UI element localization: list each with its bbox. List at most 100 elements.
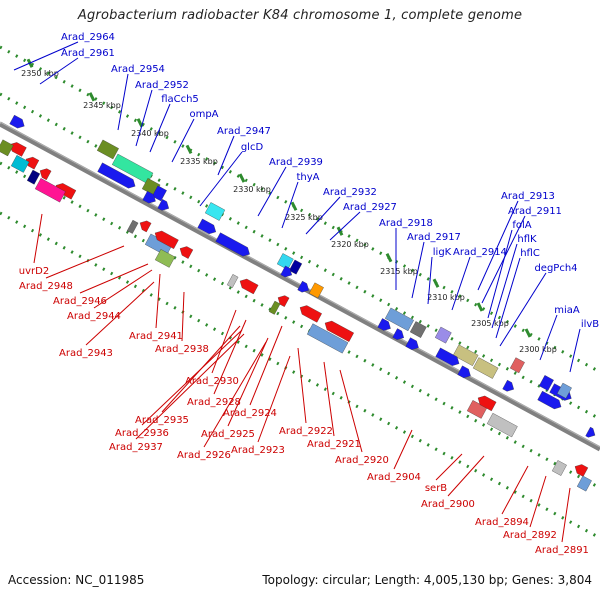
top-leader-line <box>487 229 513 319</box>
bottom-leader-line <box>339 369 363 453</box>
top-feature-27 <box>509 357 525 374</box>
top-feature-7 <box>157 199 169 211</box>
outer-dotted-track-bottom <box>0 211 600 540</box>
top-leader-line <box>451 256 471 311</box>
top-leader-line <box>171 118 195 163</box>
top-gene-label: Arad_2952 <box>135 80 189 91</box>
top-feature-26-shape <box>502 379 514 392</box>
bottom-gene-label: serB <box>425 483 447 494</box>
top-gene-label: Arad_2914 <box>453 247 507 258</box>
top-feature-8-shape <box>204 202 226 221</box>
top-gene-label: ligK <box>433 247 452 258</box>
top-feature-31 <box>537 390 562 410</box>
bottom-gene-label: uvrD2 <box>19 266 49 277</box>
bottom-feature-14-shape <box>226 274 239 288</box>
bottom-feature-19-shape <box>324 320 354 342</box>
bottom-feature-4-shape <box>0 139 14 157</box>
top-feature-19-shape <box>392 328 404 340</box>
top-feature-9-shape <box>197 218 217 235</box>
bottom-gene-label: Arad_2946 <box>53 296 107 307</box>
bottom-feature-26-shape <box>576 475 592 492</box>
bottom-feature-7-shape <box>34 178 66 203</box>
top-feature-32 <box>585 426 596 438</box>
tick-label: 2335 kbp <box>180 157 218 166</box>
tick-label: 2330 kbp <box>233 185 271 194</box>
bottom-gene-label: Arad_2904 <box>367 472 421 483</box>
bottom-feature-6 <box>26 169 41 185</box>
tick-mark <box>238 173 246 183</box>
bottom-leader-line <box>45 245 125 279</box>
bottom-gene-label: Arad_2922 <box>279 426 333 437</box>
top-feature-16 <box>384 307 414 332</box>
top-feature-5-shape <box>97 162 136 189</box>
top-feature-4 <box>151 185 167 202</box>
top-feature-32-shape <box>585 426 596 438</box>
tick-mark <box>476 302 484 312</box>
bottom-gene-label: Arad_2930 <box>185 376 239 387</box>
top-leader-line <box>539 314 558 361</box>
top-feature-23 <box>472 357 499 379</box>
bottom-gene-label: Arad_2944 <box>67 311 121 322</box>
top-feature-21-shape <box>434 326 452 344</box>
bottom-feature-13 <box>179 246 194 259</box>
top-leader-line <box>329 211 361 241</box>
top-leader-line <box>499 272 547 347</box>
top-gene-label: Arad_2932 <box>323 187 377 198</box>
top-feature-28-shape <box>538 375 554 391</box>
top-feature-24 <box>435 347 460 366</box>
top-leader-line <box>491 243 518 329</box>
top-feature-30 <box>556 382 572 399</box>
top-leader-line <box>117 73 129 131</box>
top-gene-label: Arad_2918 <box>379 218 433 229</box>
top-feature-18-shape <box>377 318 391 331</box>
bottom-leader-line <box>561 487 571 543</box>
bottom-leader-line <box>529 475 547 528</box>
bottom-leader-line <box>393 429 413 470</box>
top-leader-line <box>199 151 243 207</box>
bottom-feature-16-shape <box>277 295 290 307</box>
bottom-gene-label: Arad_2936 <box>115 428 169 439</box>
bottom-feature-15-shape <box>239 278 259 295</box>
top-gene-label: Arad_2964 <box>61 32 115 43</box>
top-gene-label: Arad_2917 <box>407 232 461 243</box>
top-gene-label: ilvB <box>581 319 599 330</box>
bottom-feature-18-shape <box>299 305 322 323</box>
top-leader-line <box>427 256 433 305</box>
top-feature-8 <box>204 202 226 221</box>
top-leader-line <box>149 103 171 153</box>
outer-dotted-track-top <box>0 45 600 374</box>
bottom-leader-line <box>501 465 529 515</box>
bottom-feature-11 <box>139 220 152 233</box>
top-feature-14 <box>308 282 324 299</box>
bottom-gene-label: Arad_2938 <box>155 344 209 355</box>
bottom-feature-23-shape <box>486 412 518 438</box>
top-feature-1 <box>96 139 119 160</box>
bottom-feature-20 <box>306 323 349 354</box>
tick-mark <box>185 144 193 155</box>
bottom-feature-8-shape <box>126 219 139 234</box>
top-feature-27-shape <box>509 357 525 374</box>
top-feature-25 <box>457 365 471 379</box>
bottom-feature-3 <box>55 183 77 200</box>
bottom-leader-line <box>181 291 185 342</box>
top-gene-label: hflC <box>520 248 540 259</box>
bottom-feature-12 <box>154 230 179 249</box>
bottom-feature-5-shape <box>10 155 30 173</box>
top-feature-15 <box>297 280 309 293</box>
bottom-feature-20-shape <box>306 323 349 354</box>
bottom-feature-2-shape <box>39 168 52 181</box>
top-feature-13 <box>280 265 292 278</box>
top-feature-28 <box>538 375 554 391</box>
top-feature-19 <box>392 328 404 340</box>
top-leader-line <box>39 57 79 85</box>
top-feature-22 <box>452 344 479 366</box>
bottom-gene-label: Arad_2943 <box>59 348 113 359</box>
top-feature-0 <box>9 114 25 129</box>
top-feature-2 <box>111 153 154 184</box>
top-feature-11 <box>276 253 294 270</box>
tick-mark <box>385 253 393 263</box>
bottom-feature-1-shape <box>25 156 40 170</box>
top-feature-26 <box>502 379 514 392</box>
top-gene-label: hflK <box>517 234 537 245</box>
bottom-leader-line <box>249 325 283 406</box>
